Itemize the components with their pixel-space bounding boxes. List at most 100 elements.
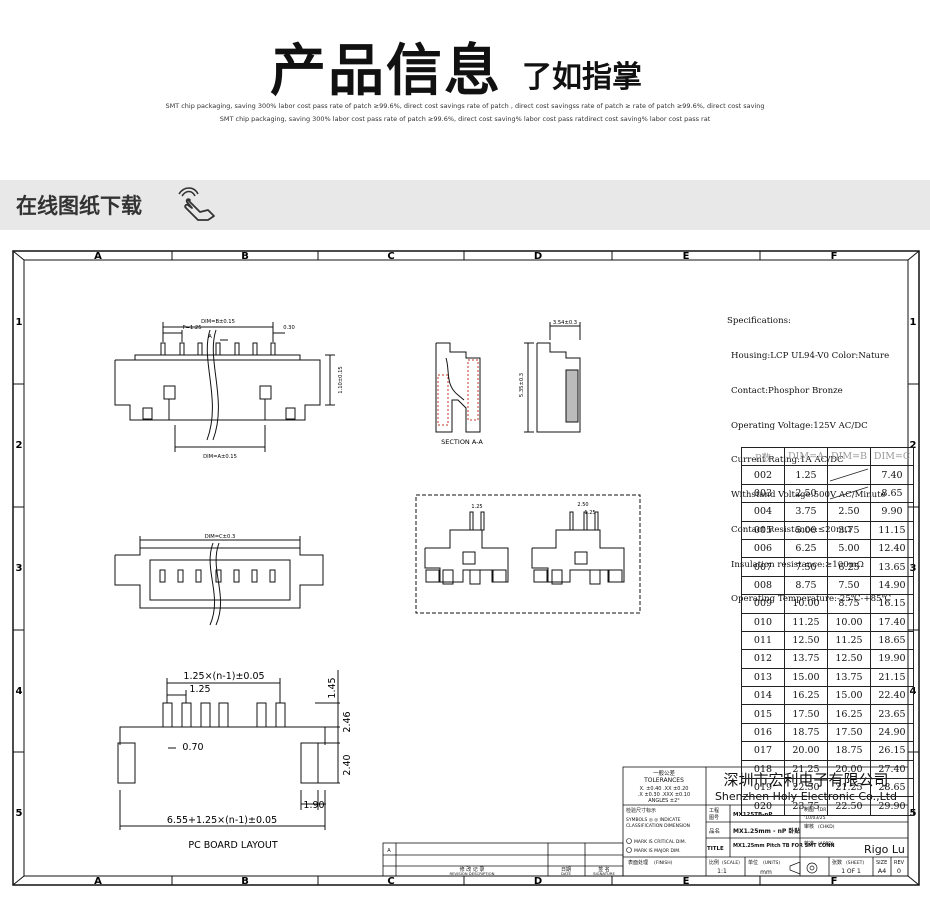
table-cell: 11.15 <box>870 520 914 540</box>
svg-text:2.46: 2.46 <box>342 711 353 732</box>
table-cell: 12.40 <box>870 538 914 559</box>
pcb-layout <box>117 670 340 830</box>
svg-text:SIZE: SIZE <box>876 860 887 866</box>
table-cell: 8.75 <box>784 575 828 596</box>
table-cell: 18.75 <box>784 722 828 743</box>
svg-text:(FINISH): (FINISH) <box>654 860 673 866</box>
svg-text:审核: 审核 <box>804 823 814 830</box>
table-cell: 24.90 <box>870 722 914 743</box>
svg-text:A: A <box>208 334 212 340</box>
svg-text:TITLE: TITLE <box>707 846 724 852</box>
table-cell: 15.00 <box>784 667 828 688</box>
svg-text:1 OF 1: 1 OF 1 <box>841 868 861 875</box>
table-cell: 7.50 <box>784 557 828 577</box>
table-cell: 21.25 <box>827 778 871 798</box>
svg-text:(CHKD): (CHKD) <box>818 824 835 830</box>
svg-text:DIM=A±0.15: DIM=A±0.15 <box>203 454 237 460</box>
col-label: E <box>683 251 690 262</box>
table-cell: 002 <box>741 465 785 485</box>
download-bar[interactable] <box>0 180 930 230</box>
detail-pitch: 1.25 <box>584 510 595 516</box>
side-width: 3.54±0.3 <box>553 320 577 326</box>
svg-text:1.90: 1.90 <box>303 800 324 811</box>
table-cell: 17.50 <box>784 704 828 724</box>
detail-pitch: 1.25 <box>471 504 482 510</box>
svg-text:0.30: 0.30 <box>283 325 295 331</box>
table-cell: 12.50 <box>827 649 871 669</box>
table-cell: 9.90 <box>870 502 914 522</box>
table-cell: 21.25 <box>784 759 828 780</box>
table-cell: 009 <box>741 594 785 614</box>
title-block <box>382 766 909 877</box>
table-cell: 5.00 <box>784 520 828 540</box>
svg-text:(SHEET): (SHEET) <box>846 860 864 866</box>
table-header: DIM=C <box>870 446 914 467</box>
svg-text:0: 0 <box>897 867 901 875</box>
svg-text:(UNITS): (UNITS) <box>763 860 780 866</box>
svg-text:A4: A4 <box>878 867 887 875</box>
pcb-dims: 1.25×(n-1)±0.05 1.25 0.70 1.45 2.46 2.40… <box>167 671 353 851</box>
download-label[interactable]: 在线图纸下载 <box>16 194 142 218</box>
svg-text:1.25: 1.25 <box>189 684 210 695</box>
table-cell: 23.75 <box>784 796 828 816</box>
table-cell: 17.50 <box>827 722 871 743</box>
svg-text:mm: mm <box>760 869 772 876</box>
svg-text:比例: 比例 <box>709 859 719 866</box>
col-label: F <box>831 251 838 262</box>
svg-text:X. ±0.40 .XX ±0.20: X. ±0.40 .XX ±0.20 <box>640 786 689 792</box>
table-cell <box>827 465 871 485</box>
front-view <box>114 536 324 626</box>
table-cell: 8.75 <box>827 594 871 614</box>
col-label: A <box>94 876 102 887</box>
table-cell <box>827 483 871 504</box>
table-cell: 11.25 <box>784 612 828 632</box>
svg-text:DATE: DATE <box>561 871 571 876</box>
table-cell: 3.75 <box>784 502 828 522</box>
col-label: D <box>534 251 542 262</box>
svg-text:(APPD): (APPD) <box>818 841 834 847</box>
table-cell: 18.65 <box>870 630 914 651</box>
table-cell: 004 <box>741 502 785 522</box>
table-cell: 5.00 <box>827 538 871 559</box>
svg-text:3: 3 <box>16 563 23 574</box>
svg-text:6.55+1.25×(n-1)±0.05: 6.55+1.25×(n-1)±0.05 <box>167 815 277 826</box>
table-cell: 012 <box>741 649 785 669</box>
table-cell: 29.90 <box>870 796 914 816</box>
svg-text:2: 2 <box>910 440 917 451</box>
table-cell: 8.65 <box>870 483 914 504</box>
table-cell: 7.50 <box>827 575 871 596</box>
table-cell: 011 <box>741 630 785 651</box>
table-cell: 017 <box>741 741 785 761</box>
table-cell: 22.50 <box>784 778 828 798</box>
pointing-hand-icon[interactable] <box>178 186 218 226</box>
table-cell: 2.50 <box>784 483 828 504</box>
spec-line: Housing:LCP UL94-V0 Color:Nature <box>731 350 890 361</box>
table-cell: 020 <box>741 796 785 816</box>
front-dim: DIM=C±0.3 <box>205 534 236 540</box>
section-label: SECTION A-A <box>441 438 483 446</box>
section-view <box>435 342 481 433</box>
table-header: DIM=A <box>784 446 828 467</box>
svg-text:表面处理: 表面处理 <box>628 859 648 866</box>
table-cell: 019 <box>741 778 785 798</box>
svg-text:SYMBOLS ◎ ◎ INDICATE: SYMBOLS ◎ ◎ INDICATE <box>626 817 681 823</box>
table-cell: 018 <box>741 759 785 780</box>
svg-text:2.40: 2.40 <box>342 754 353 775</box>
svg-text:日期: 日期 <box>561 867 571 873</box>
page-subtitle: 了如指掌 <box>522 60 642 95</box>
